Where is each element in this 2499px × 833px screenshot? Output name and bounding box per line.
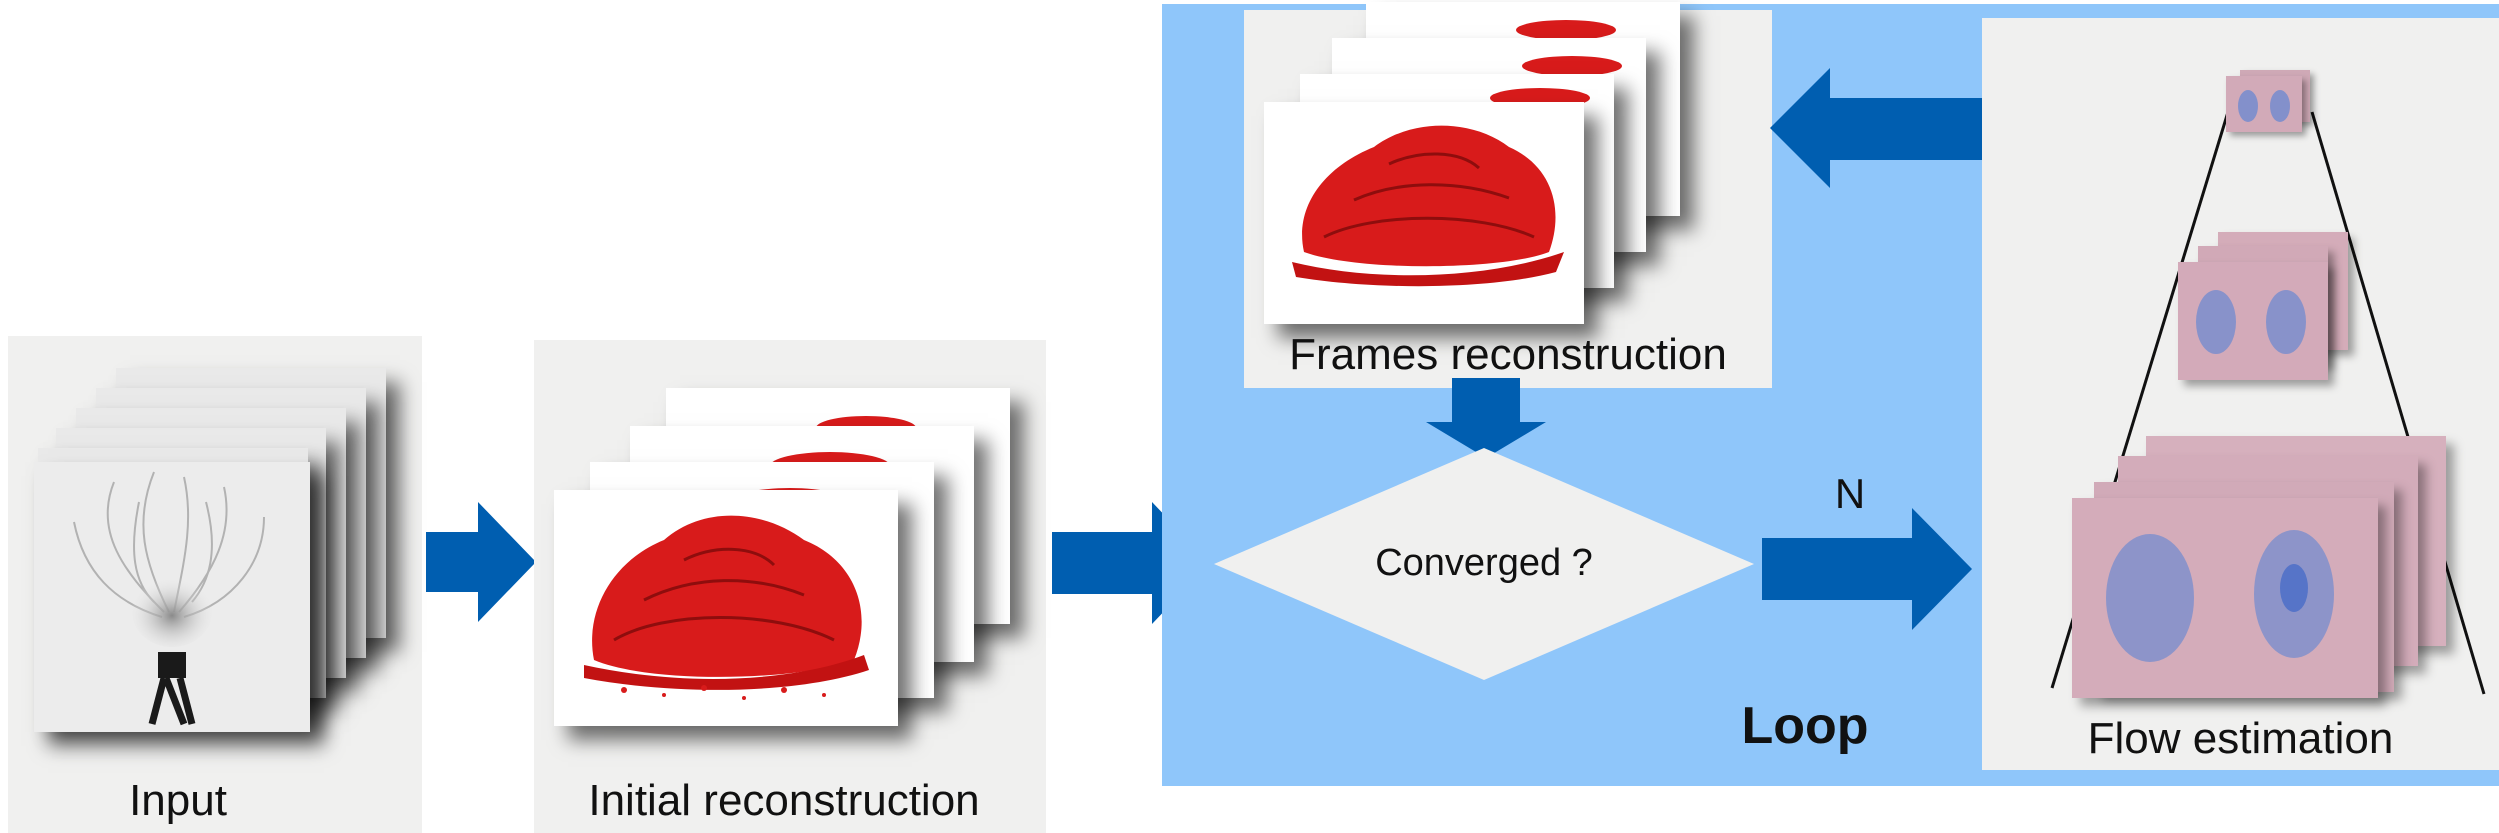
flow-level-middle <box>2178 232 2358 382</box>
arrow-right-icon <box>426 502 536 622</box>
red-rose-icon <box>1522 56 1622 76</box>
input-label: Input <box>129 776 227 825</box>
flow-field-icon <box>2226 76 2302 132</box>
initial-frame-front <box>554 490 898 726</box>
flow-level-top <box>2226 70 2314 134</box>
flow-level-bottom <box>2072 436 2462 716</box>
frames-reconstruction-label: Frames reconstruction <box>1289 330 1727 379</box>
decision-diamond <box>1214 448 1754 680</box>
flow-estimation-panel: Flow estimation <box>1982 18 2499 770</box>
loop-label: Loop <box>1741 697 1869 755</box>
arrow-down-icon <box>1426 378 1546 458</box>
flow-field-icon <box>2178 262 2328 380</box>
flow-estimation-label: Flow estimation <box>2087 714 2394 763</box>
decision-label: Converged ? <box>1375 542 1593 584</box>
red-rose-icon <box>1292 125 1564 287</box>
red-rose-icon <box>584 515 869 700</box>
initial-reconstruction-panel: Initial reconstruction <box>534 340 1046 833</box>
frames-frame-front <box>1264 102 1584 324</box>
arrow-left-icon <box>1770 68 1984 188</box>
input-panel: Input <box>8 336 422 833</box>
no-branch-label: N <box>1834 470 1866 517</box>
initial-reconstruction-label: Initial reconstruction <box>588 776 980 825</box>
x-ray-flower-icon <box>73 471 265 726</box>
frames-reconstruction-panel: Frames reconstruction <box>1244 2 1772 388</box>
red-rose-icon <box>1516 20 1616 40</box>
arrow-right-icon <box>1762 508 1972 630</box>
flow-field-icon <box>2072 498 2378 698</box>
input-frame-front <box>34 462 310 732</box>
